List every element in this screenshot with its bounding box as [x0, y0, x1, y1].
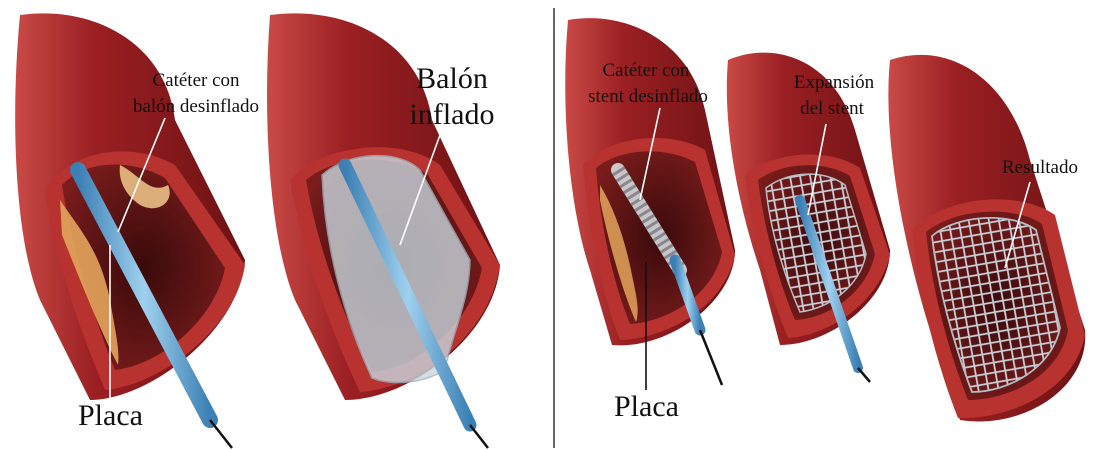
guidewire [858, 368, 870, 382]
label-plaque-left: Placa [78, 399, 143, 432]
label-stent-expansion-line1: Expansión [794, 72, 875, 93]
label-balloon-inflated-line2: inflado [410, 98, 495, 131]
label-balloon-inflated-line1: Balón [416, 62, 488, 95]
label-catheter-stent-line2: stent desinflado [588, 86, 708, 107]
label-plaque-right: Placa [614, 390, 679, 423]
label-catheter-stent-line1: Catéter con [602, 60, 690, 81]
guidewire [700, 330, 722, 385]
label-catheter-deflated-line1: Catéter con [152, 70, 240, 91]
label-catheter-deflated-line2: balón desinflado [133, 96, 259, 117]
artery-stent-result [888, 55, 1085, 422]
guidewire [470, 425, 488, 448]
guidewire [210, 420, 232, 448]
label-stent-expansion-line2: del stent [800, 98, 865, 119]
label-result: Resultado [1002, 157, 1078, 178]
